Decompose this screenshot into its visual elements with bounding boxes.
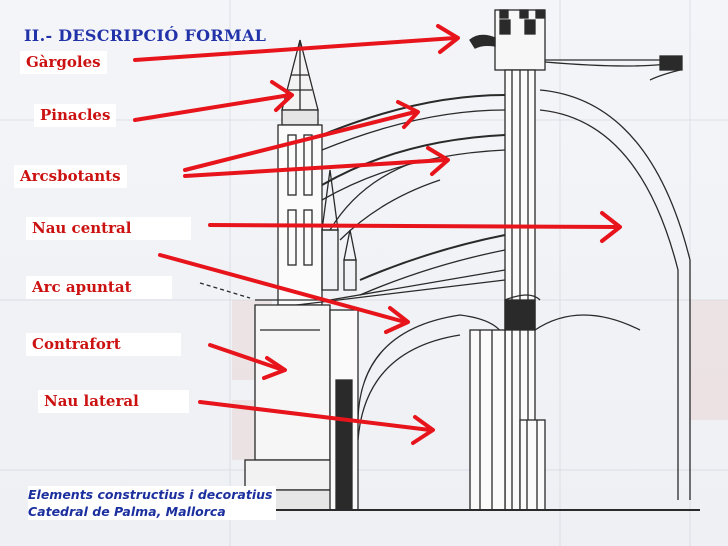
label-pinacles: Pinacles	[34, 104, 117, 127]
label-nau-central: Nau central	[26, 217, 192, 240]
label-contrafort: Contrafort	[26, 333, 181, 356]
caption-line-1: Elements constructius i decoratius	[28, 486, 277, 503]
slide-title: II.- DESCRIPCIÓ FORMAL	[24, 26, 267, 45]
label-arcsbotants: Arcsbotants	[14, 165, 127, 188]
label-nau-lateral: Nau lateral	[38, 390, 189, 413]
caption-line-2: Catedral de Palma, Mallorca	[28, 503, 277, 520]
caption: Elements constructius i decoratius Cated…	[28, 486, 277, 520]
label-gargoles: Gàrgoles	[20, 51, 107, 74]
label-arc-apuntat: Arc apuntat	[26, 276, 172, 299]
